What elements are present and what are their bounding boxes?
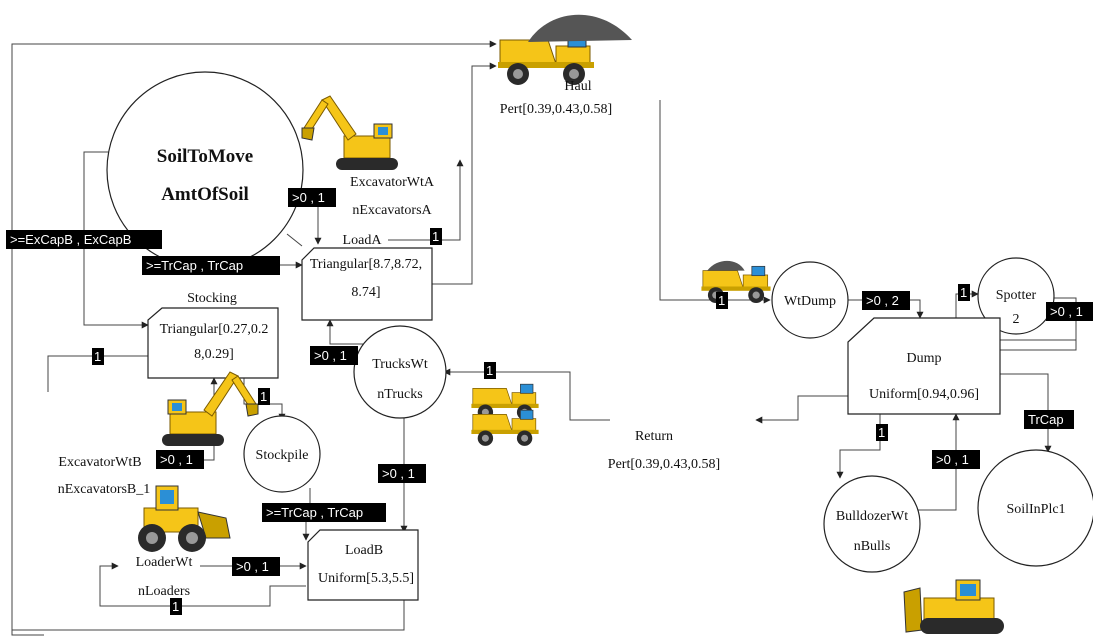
loader-node[interactable]: LoaderWt nLoaders	[136, 485, 231, 599]
wt-dump-node[interactable]: WtDump	[771, 261, 849, 339]
svg-text:1: 1	[432, 229, 439, 244]
edge-label-haul-one: 1	[716, 292, 728, 309]
stocking-name: Stocking	[187, 291, 237, 306]
svg-text:1: 1	[718, 293, 725, 308]
bulldozer-line1: BulldozerWt	[836, 509, 908, 524]
edge-label-load-a-one: 1	[430, 228, 442, 245]
edge-label-bull-cond: >0 , 1	[932, 450, 980, 469]
spotter-node[interactable]: Spotter 2	[977, 257, 1055, 335]
stockpile-node[interactable]: Stockpile	[243, 415, 321, 493]
excavator-b-line1: ExcavatorWtB	[58, 455, 141, 470]
svg-text:1: 1	[486, 363, 493, 378]
bulldozer-line2: nBulls	[854, 539, 891, 554]
waiting-trucks-icons	[471, 383, 539, 447]
spotter-line2: 2	[1013, 312, 1020, 327]
excavator-a-line2: nExcavatorsA	[352, 203, 432, 218]
svg-text:1: 1	[260, 389, 267, 404]
load-b-name: LoadB	[345, 543, 383, 558]
soil-to-move-title: SoilToMove	[157, 146, 253, 167]
edge-label-trucks-to-load-a: >0 , 1	[310, 346, 358, 365]
svg-text:>0 , 1: >0 , 1	[936, 452, 969, 467]
return-node[interactable]: Return Pert[0.39,0.43,0.58]	[608, 394, 1093, 472]
haul-label: Haul	[564, 79, 591, 94]
svg-text:>=TrCap , TrCap: >=TrCap , TrCap	[266, 505, 363, 520]
edge-label-trucks-to-load-b: >0 , 1	[378, 464, 426, 483]
edge-label-loader-cond: >0 , 1	[232, 557, 280, 576]
svg-text:1: 1	[94, 349, 101, 364]
load-b-dist: Uniform[5.3,5.5]	[318, 571, 414, 586]
dump-node[interactable]: Dump Uniform[0.94,0.96]	[847, 317, 1001, 415]
excavator-b-line2: nExcavatorsB_1	[58, 482, 151, 497]
edge-label-tr-cap-b: >=TrCap , TrCap	[262, 503, 386, 522]
return-label: Return	[635, 429, 673, 444]
haul-node[interactable]: Haul Pert[0.39,0.43,0.58]	[497, 14, 632, 117]
svg-text:>0 , 1: >0 , 1	[1050, 304, 1083, 319]
svg-text:>=TrCap , TrCap: >=TrCap , TrCap	[146, 258, 243, 273]
svg-text:>=ExCapB , ExCapB: >=ExCapB , ExCapB	[10, 232, 131, 247]
soil-to-move-node[interactable]: SoilToMove AmtOfSoil	[106, 71, 304, 269]
edge-label-stock-one-bottom: 1	[258, 388, 270, 405]
edge-label-excavator-b-cond: >0 , 1	[156, 450, 204, 469]
trucks-wait-node[interactable]: TrucksWt nTrucks	[353, 325, 447, 419]
dump-name: Dump	[907, 351, 942, 366]
excavator-a-line1: ExcavatorWtA	[350, 175, 435, 190]
edge-label-dump-one: 1	[876, 424, 888, 441]
return-distribution: Pert[0.39,0.43,0.58]	[608, 457, 720, 472]
edge-label-excavator-a-cond: >0 , 1	[288, 188, 336, 207]
wheel-loader-icon	[137, 485, 231, 553]
svg-text:>0 , 1: >0 , 1	[292, 190, 325, 205]
loader-line2: nLoaders	[138, 584, 190, 599]
stocking-node[interactable]: Stocking Triangular[0.27,0.2 8,0.29]	[147, 291, 279, 379]
load-a-dist-line1: Triangular[8.7,8.72,	[310, 257, 422, 272]
edge-label-return-one: 1	[484, 362, 496, 379]
svg-text:>0 , 1: >0 , 1	[236, 559, 269, 574]
load-a-node[interactable]: LoadA Triangular[8.7,8.72, 8.74]	[301, 233, 433, 321]
spotter-line1: Spotter	[996, 288, 1037, 303]
trucks-wait-line1: TrucksWt	[372, 357, 428, 372]
soil-to-move-subtitle: AmtOfSoil	[161, 184, 249, 205]
excavator-b-node[interactable]: ExcavatorWtB nExcavatorsB_1	[58, 371, 259, 497]
dump-truck-icon	[701, 260, 771, 304]
load-b-node[interactable]: LoadB Uniform[5.3,5.5]	[307, 529, 419, 601]
edge-label-tr-cap-a: >=TrCap , TrCap	[142, 256, 280, 275]
edge-label-trcap: TrCap	[1024, 410, 1074, 429]
stocking-dist-line2: 8,0.29]	[194, 347, 234, 362]
svg-text:>0 , 1: >0 , 1	[382, 466, 415, 481]
load-a-dist-line2: 8.74]	[351, 285, 380, 300]
edge-label-wt-dump-cond: >0 , 2	[862, 291, 910, 310]
edge-label-stock-one-top: 1	[92, 348, 104, 365]
edge-label-spotter-cond: >0 , 1	[1046, 302, 1093, 321]
excavator-icon	[301, 95, 399, 171]
trucks-wait-line2: nTrucks	[377, 387, 422, 402]
edge-label-ex-cap-b: >=ExCapB , ExCapB	[6, 230, 162, 249]
soil-in-place-label: SoilInPlc1	[1006, 502, 1065, 517]
haul-distribution: Pert[0.39,0.43,0.58]	[500, 102, 612, 117]
loader-line1: LoaderWt	[136, 555, 193, 570]
svg-text:1: 1	[172, 599, 179, 614]
svg-text:1: 1	[960, 285, 967, 300]
edge-label-loader-one: 1	[170, 598, 182, 615]
wt-dump-label: WtDump	[784, 294, 836, 309]
svg-text:1: 1	[878, 425, 885, 440]
svg-text:>0 , 1: >0 , 1	[314, 348, 347, 363]
dump-truck-icon	[471, 409, 539, 447]
dump-distribution: Uniform[0.94,0.96]	[869, 387, 979, 402]
svg-text:>0 , 2: >0 , 2	[866, 293, 899, 308]
svg-text:TrCap: TrCap	[1028, 412, 1064, 427]
bulldozer-icon	[903, 579, 1005, 635]
load-a-name: LoadA	[343, 233, 383, 248]
soil-in-place-node[interactable]: SoilInPlc1	[977, 449, 1093, 567]
stockpile-label: Stockpile	[256, 448, 309, 463]
svg-text:>0 , 1: >0 , 1	[160, 452, 193, 467]
excavator-a-node[interactable]: ExcavatorWtA nExcavatorsA	[301, 95, 435, 218]
stocking-dist-line1: Triangular[0.27,0.2	[160, 322, 269, 337]
bulldozer-wait-node[interactable]: BulldozerWt nBulls	[823, 475, 921, 573]
edge-label-spotter-one: 1	[958, 284, 970, 301]
